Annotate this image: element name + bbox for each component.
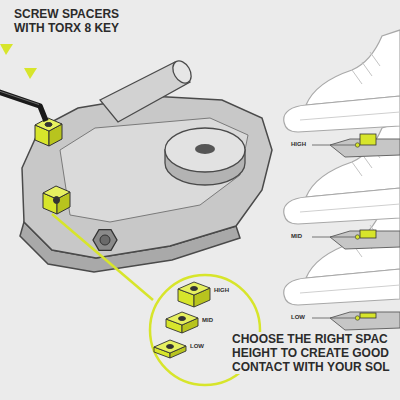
height-label: HIGH: [291, 141, 306, 148]
shoe-high: [284, 30, 400, 157]
torx-key: [0, 90, 46, 121]
pedal-body: [20, 58, 272, 272]
spacer-upper: [35, 118, 62, 146]
height-label: HIGH: [214, 287, 229, 294]
height-label: MID: [291, 233, 302, 240]
height-label: MID: [202, 317, 213, 324]
pointer-triangles: [0, 44, 37, 79]
shoe-mid: [284, 122, 400, 249]
instruction-heading: SCREW SPACERS WITH TORX 8 KEY: [14, 8, 138, 36]
spacer-lower: [43, 186, 70, 214]
height-label: LOW: [190, 343, 204, 350]
instruction-note: CHOOSE THE RIGHT SPAC HEIGHT TO CREATE G…: [232, 332, 396, 374]
height-label: LOW: [291, 314, 305, 321]
callout-link: [52, 214, 153, 300]
